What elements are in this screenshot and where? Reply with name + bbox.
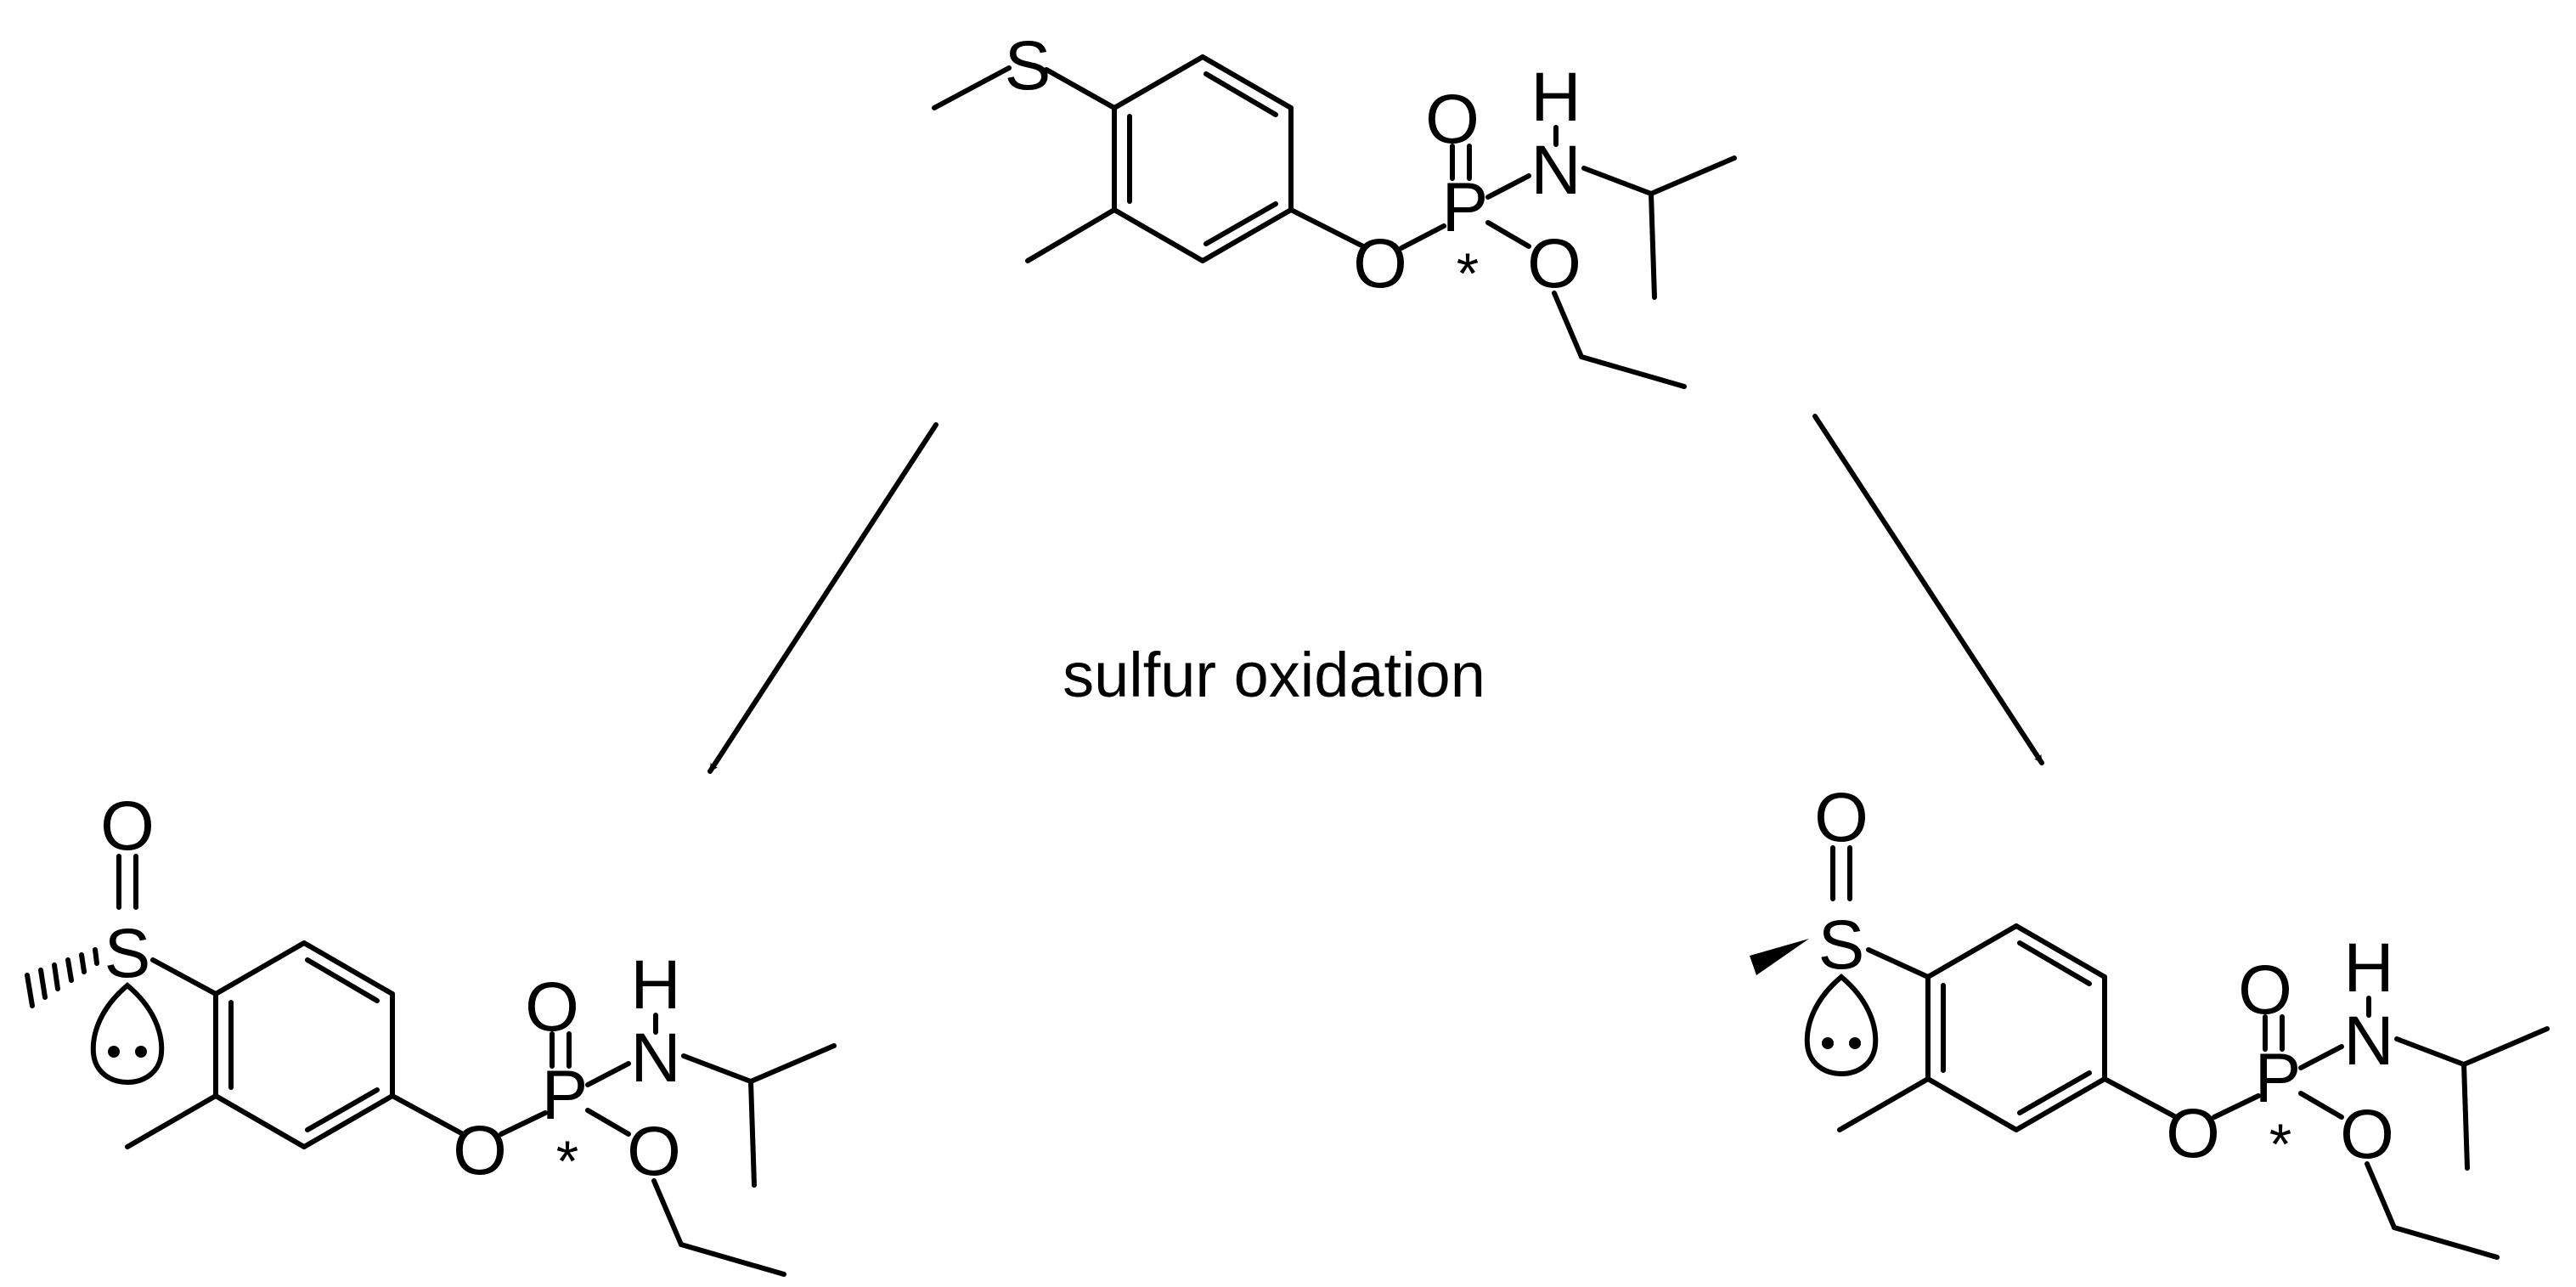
- ester-oxygen-label: O: [1353, 225, 1407, 302]
- sulfoxide-oxygen-label: O: [100, 787, 155, 865]
- product-left-molecule: O S: [25, 787, 837, 1277]
- lone-pair-electron: [135, 1046, 147, 1058]
- phosphoryl-oxygen-label: O: [2238, 951, 2292, 1029]
- ethoxy-oxygen-label: O: [1527, 225, 1581, 302]
- ethoxy-oxygen-label: O: [627, 1113, 681, 1190]
- reaction-arrows: [707, 414, 2044, 774]
- phosphorus-label: P: [542, 1057, 589, 1134]
- hydrogen-label: H: [630, 946, 680, 1024]
- lone-pair-electron: [108, 1046, 120, 1058]
- product-right-molecule: O S O P * O N H: [1750, 779, 2550, 1260]
- phosphorus-label: P: [2255, 1040, 2302, 1117]
- lone-pair-lobe: [90, 982, 165, 1086]
- lone-pair-lobe: [1804, 974, 1879, 1077]
- reactant-molecule: S O P * O N H O: [932, 27, 1737, 389]
- sulfur-label: S: [104, 915, 151, 992]
- solid-wedge-bond: [1750, 939, 1809, 975]
- lone-pair-electron: [1849, 1037, 1861, 1049]
- hydrogen-label: H: [2343, 929, 2393, 1007]
- sulfoxide-oxygen-label: O: [1814, 779, 1869, 856]
- arrow-to-left-product: [707, 422, 939, 774]
- ethoxy-oxygen-label: O: [2340, 1096, 2394, 1173]
- phosphorus-label: P: [1442, 169, 1489, 246]
- ester-oxygen-label: O: [453, 1112, 507, 1189]
- lone-pair-electron: [1822, 1037, 1834, 1049]
- stereocenter-marker: *: [556, 1129, 578, 1194]
- phosphoryl-oxygen-label: O: [1425, 81, 1480, 158]
- phosphoryl-oxygen-label: O: [525, 968, 579, 1046]
- hashed-wedge-bond: [25, 947, 99, 1008]
- stereocenter-marker: *: [2269, 1112, 2291, 1177]
- sulfur-label: S: [1818, 906, 1865, 984]
- sulfur-label: S: [1005, 27, 1051, 104]
- reaction-caption: sulfur oxidation: [1063, 640, 1485, 710]
- ester-oxygen-label: O: [2166, 1095, 2220, 1172]
- stereocenter-marker: *: [1457, 241, 1479, 306]
- arrow-to-right-product: [1812, 414, 2044, 765]
- hydrogen-label: H: [1530, 59, 1581, 136]
